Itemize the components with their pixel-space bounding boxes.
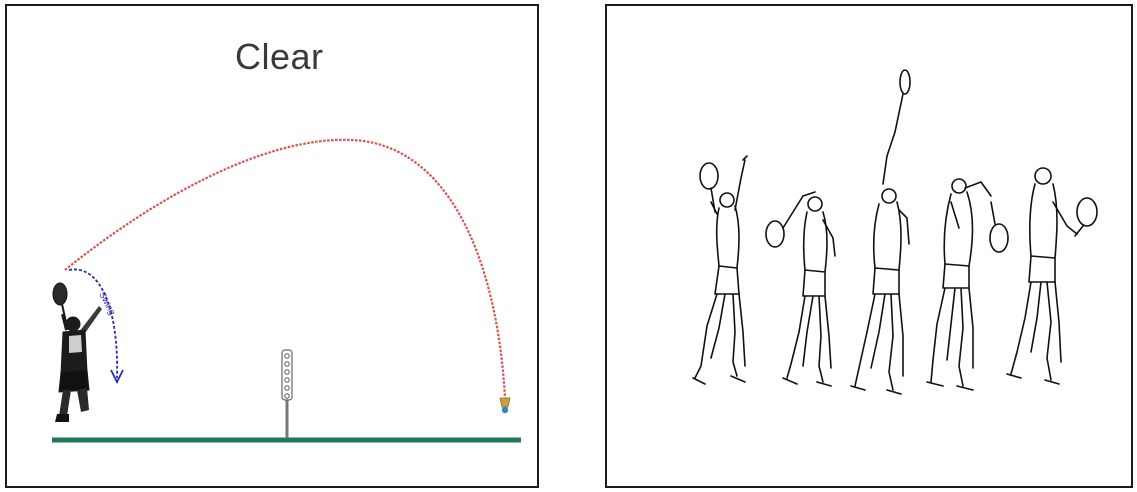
stroke-phase-4-icon xyxy=(927,179,1008,390)
stroke-phase-5-icon xyxy=(1007,168,1097,384)
swing-label: Swing xyxy=(97,290,117,316)
player-silhouette-icon xyxy=(53,283,102,422)
clear-shot-diagram: Swing xyxy=(7,6,537,486)
shuttlecock-icon xyxy=(500,398,510,413)
clear-shot-diagram-panel: Clear Swing xyxy=(5,4,539,488)
stroke-phase-3-icon xyxy=(851,70,910,394)
stroke-phase-2-icon xyxy=(766,192,835,386)
stroke-sequence-drawing xyxy=(607,6,1131,486)
stroke-phase-1-icon xyxy=(693,156,747,384)
net-post-icon xyxy=(282,350,292,438)
stroke-sequence-panel xyxy=(605,4,1133,488)
